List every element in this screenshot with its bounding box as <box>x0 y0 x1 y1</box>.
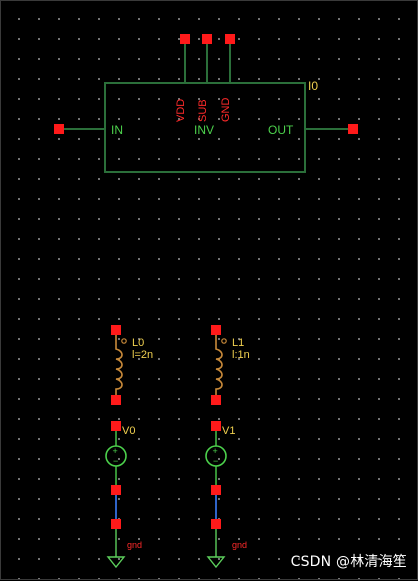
instance-label: I0 <box>308 79 318 93</box>
v0-top-pin[interactable] <box>111 421 121 431</box>
gnd-pin[interactable] <box>225 34 235 44</box>
sub-pin[interactable] <box>202 34 212 44</box>
vdd-pin[interactable] <box>180 34 190 44</box>
vdd-pin-label: VDD <box>175 99 187 122</box>
csdn-watermark: CSDN @林清海笙 <box>290 554 407 570</box>
inv-symbol-body <box>104 82 306 173</box>
v1-top-pin[interactable] <box>211 421 221 431</box>
out-pin-label: OUT <box>268 123 294 137</box>
cell-name-label: INV <box>194 123 214 137</box>
v0-name-label: V0 <box>122 425 135 437</box>
l0-bottom-pin[interactable] <box>111 395 121 405</box>
gnd1-net-label: gnd <box>232 540 247 550</box>
inv-symbol[interactable]: I0 IN OUT INV VDD SUB GND <box>54 34 358 173</box>
gnd0-net-label: gnd <box>127 540 142 550</box>
l0-value-label: l=2n <box>132 349 153 361</box>
gnd0-ground-icon <box>106 556 126 569</box>
l1-dot-marker <box>221 338 227 344</box>
l0-top-pin[interactable] <box>111 325 121 335</box>
gnd0-pin[interactable] <box>111 519 121 529</box>
in-pin-label: IN <box>111 123 123 137</box>
gnd1-pin[interactable] <box>211 519 221 529</box>
gnd1-ground-icon <box>206 556 226 569</box>
l0-dot-marker <box>121 338 127 344</box>
l1-value-label: l:1n <box>232 349 250 361</box>
gnd-pin-label: GND <box>220 98 232 123</box>
l0-name-label: L0 <box>132 337 144 349</box>
v0-plus-sign: + <box>113 446 118 456</box>
branch-l1-v1[interactable]: L1 l:1n V1 + − gnd <box>205 325 250 569</box>
l1-name-label: L1 <box>232 337 244 349</box>
v0-bottom-pin[interactable] <box>111 485 121 495</box>
out-pin[interactable] <box>348 124 358 134</box>
l0-inductor-coil <box>115 335 123 395</box>
l1-bottom-pin[interactable] <box>211 395 221 405</box>
v1-minus-sign: − <box>213 456 218 466</box>
branch-l0-v0[interactable]: L0 l=2n V0 + − gnd <box>105 325 153 569</box>
l1-inductor-coil <box>215 335 223 395</box>
v1-plus-sign: + <box>213 446 218 456</box>
in-pin[interactable] <box>54 124 64 134</box>
v0-minus-sign: − <box>113 456 118 466</box>
l1-top-pin[interactable] <box>211 325 221 335</box>
v1-name-label: V1 <box>222 425 235 437</box>
sub-pin-label: SUB <box>197 99 209 122</box>
v1-bottom-pin[interactable] <box>211 485 221 495</box>
